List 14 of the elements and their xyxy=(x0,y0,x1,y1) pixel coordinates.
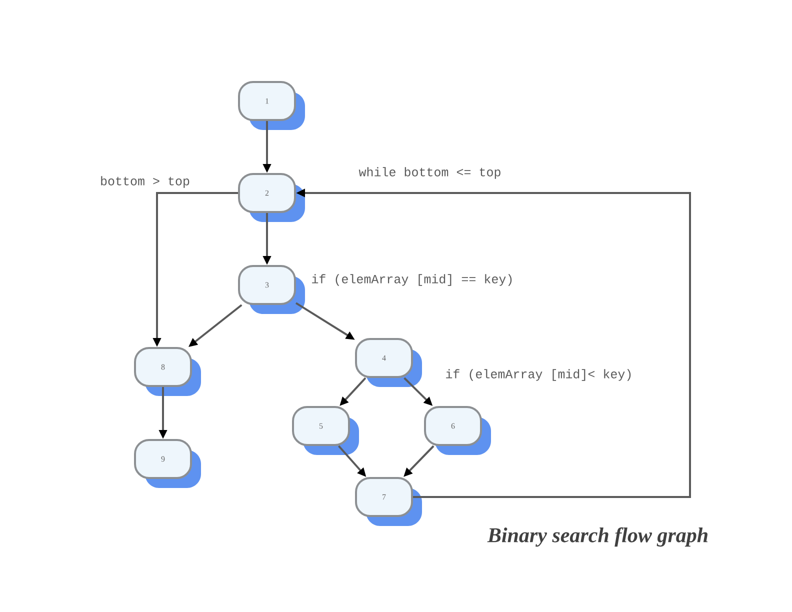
flow-node: 4 xyxy=(355,338,422,387)
flow-node: 2 xyxy=(238,173,305,222)
flow-node: 5 xyxy=(292,406,359,455)
edge-label: bottom > top xyxy=(99,175,192,189)
condition-label: if (elemArray [mid] == key) xyxy=(312,274,512,286)
caption: Binary search flow graph xyxy=(487,527,708,547)
flow-node: 8 xyxy=(134,347,201,396)
flow-node: 6 xyxy=(424,406,491,455)
flow-node: 1 xyxy=(238,81,305,130)
flow-node: 3 xyxy=(238,265,305,314)
edge-label: while bottom <= top xyxy=(358,166,502,180)
flow-node: 7 xyxy=(355,477,422,526)
condition-label: if (elemArray [mid]< key) xyxy=(446,369,631,381)
flow-node: 9 xyxy=(134,439,201,488)
